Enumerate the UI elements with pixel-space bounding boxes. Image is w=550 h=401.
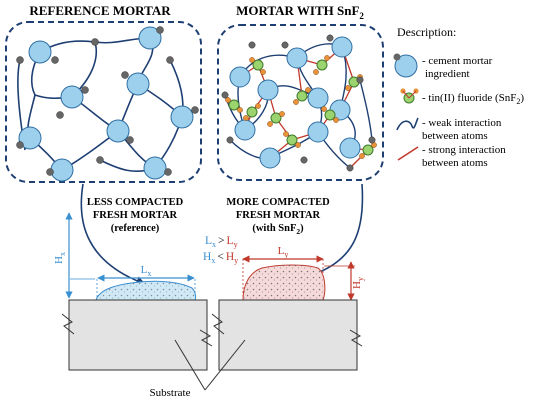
- snf2-panel: [217, 24, 384, 181]
- legend-weak-line2: between atoms: [422, 130, 488, 142]
- svg-text:MORE COMPACTED: MORE COMPACTED: [226, 197, 330, 208]
- legend: Description: - cement mortar ingredient …: [393, 25, 524, 169]
- snf2-flow-arrow: [311, 183, 364, 277]
- tin-fluoride-molecules: [225, 55, 377, 159]
- svg-text:FRESH MORTAR: FRESH MORTAR: [93, 210, 178, 221]
- reference-atoms: [16, 26, 199, 176]
- legend-cement-atom: [393, 53, 401, 61]
- substrate-right: [211, 299, 363, 371]
- less-compacted-caption: LESS COMPACTED FRESH MORTAR (reference): [87, 197, 184, 234]
- svg-text:(with SnF2): (with SnF2): [252, 223, 304, 236]
- lx-label: Lx: [141, 264, 152, 278]
- legend-weak-line: [396, 117, 419, 131]
- legend-cement-line2: ingredient: [425, 68, 470, 80]
- legend-cement-line1: - cement mortar: [422, 55, 493, 67]
- substrate-left: [61, 299, 213, 371]
- reference-network: [16, 26, 199, 182]
- hx-label: Hx: [53, 252, 67, 264]
- height-relation: Hx<Hy: [203, 251, 238, 265]
- ly-label: Ly: [278, 245, 289, 259]
- snf2-atoms: [221, 34, 376, 172]
- length-relation: Lx>Ly: [205, 235, 238, 249]
- legend-strong-line2: between atoms: [422, 157, 488, 169]
- legend-strong-line: [397, 146, 419, 161]
- snf2-mortar-title: MORTAR WITH SnF2: [236, 3, 364, 21]
- reference-mortar-title: REFERENCE MORTAR: [29, 3, 171, 18]
- svg-text:LESS COMPACTED: LESS COMPACTED: [87, 197, 184, 208]
- substrate-pointer-right: [204, 339, 246, 391]
- reference-panel: [5, 21, 202, 183]
- legend-heading: Description:: [397, 25, 456, 39]
- cement-ingredients: [18, 26, 194, 182]
- substrate-label: Substrate: [150, 387, 191, 399]
- legend-weak-line1: - weak interaction: [422, 117, 502, 129]
- svg-text:(reference): (reference): [111, 223, 160, 234]
- svg-text:FRESH MORTAR: FRESH MORTAR: [236, 210, 321, 221]
- more-compacted-caption: MORE COMPACTED FRESH MORTAR (with SnF2): [226, 197, 330, 236]
- legend-cement-swatch: [394, 54, 418, 78]
- legend-strong-line1: - strong interaction: [422, 144, 506, 156]
- substrate-pointer-left: [174, 339, 206, 391]
- snf2-network: [221, 34, 377, 172]
- hy-label: Hy: [351, 277, 365, 289]
- legend-tin-label: - tin(II) fluoride (SnF2): [422, 92, 524, 106]
